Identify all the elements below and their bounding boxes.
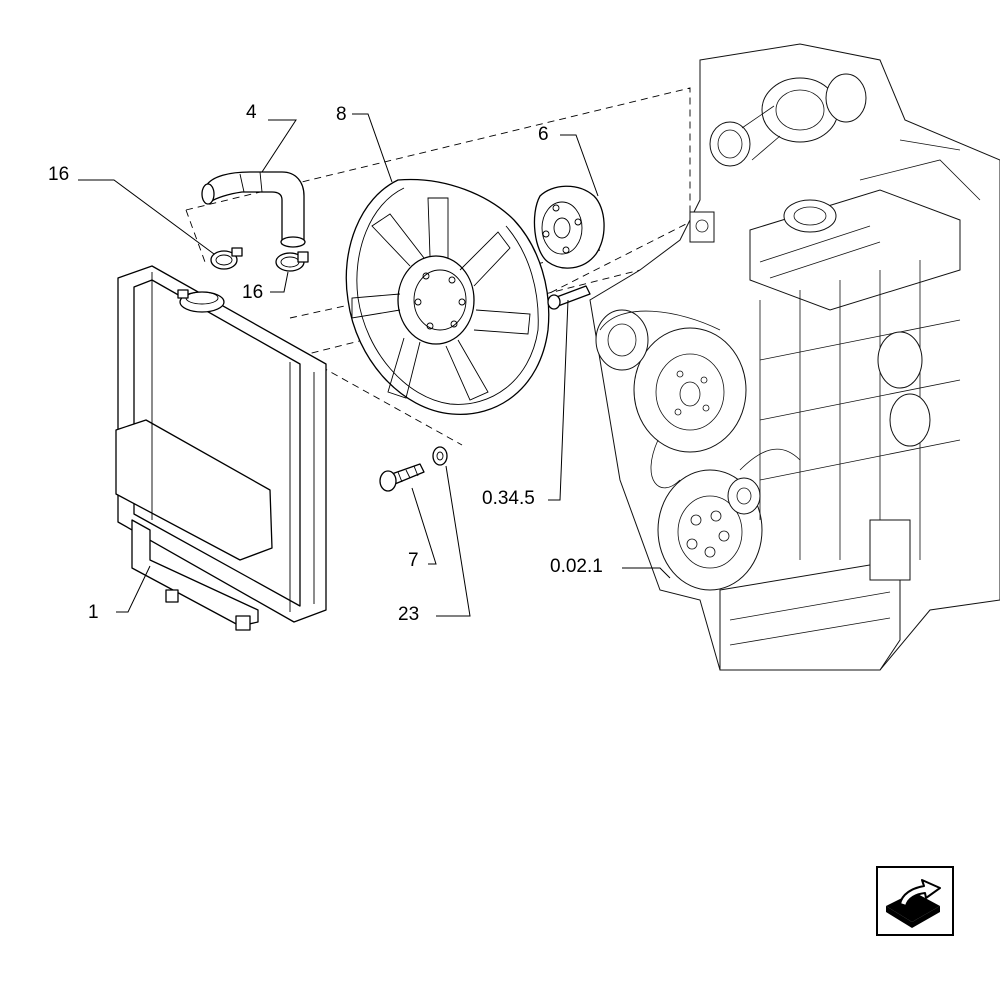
callout-4: 4	[246, 102, 257, 123]
hose-part	[201, 171, 306, 248]
next-page-button[interactable]	[876, 866, 954, 936]
callout-0-02-1: 0.02.1	[550, 556, 603, 577]
valve-cover	[749, 189, 961, 311]
radiator-part	[115, 265, 327, 631]
fan-hub-part	[533, 185, 605, 269]
hose-clamp-lower	[275, 251, 309, 272]
cooling-fan-part	[345, 178, 550, 416]
callout-0-34-5: 0.34.5	[482, 488, 535, 509]
fan-blades	[351, 197, 531, 401]
washer-part	[432, 446, 448, 466]
fan-bolt-part	[379, 463, 425, 492]
engine-assembly	[589, 43, 1000, 671]
front-pulleys	[595, 309, 801, 591]
callout-6: 6	[538, 124, 549, 145]
callout-23: 23	[398, 604, 419, 625]
hub-bolt-part	[547, 285, 591, 310]
leader-lines	[78, 113, 671, 617]
engine-block-detail	[689, 139, 981, 671]
callout-8: 8	[336, 104, 347, 125]
callout-7: 7	[408, 550, 419, 571]
hose-clamp-upper	[210, 247, 243, 270]
turbocharger	[709, 73, 867, 167]
callout-labels: 1 4 8 6 16 16 7 23 0.34.5 0.02.1	[48, 102, 603, 625]
callout-16-lower: 16	[242, 282, 263, 303]
callout-1: 1	[88, 602, 99, 623]
callout-16-upper: 16	[48, 164, 69, 185]
arrow-next-icon	[886, 879, 941, 928]
